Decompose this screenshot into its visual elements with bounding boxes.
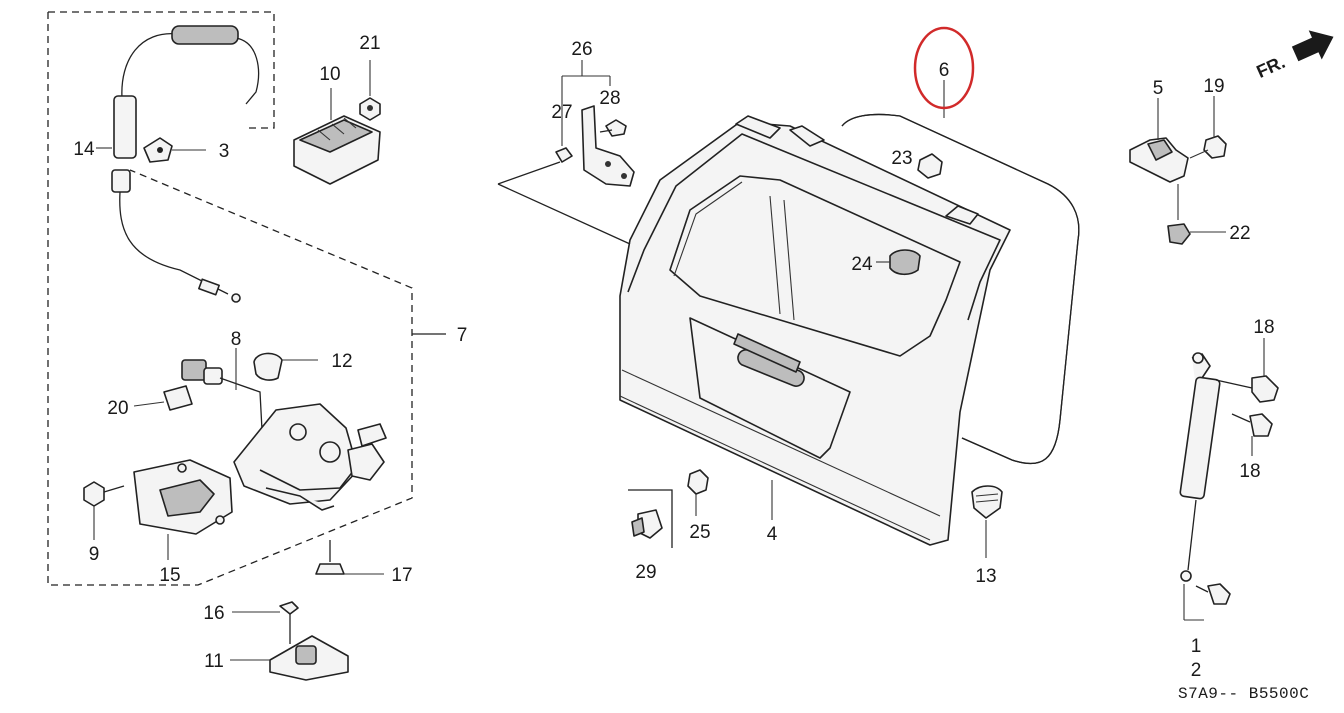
tailgate-panel (619, 115, 1011, 546)
callouts: 1 2 3 4 5 6 7 8 9 10 11 12 13 14 15 16 1… (73, 33, 1274, 681)
outer-handle-switch (293, 88, 381, 185)
callout-20: 20 (107, 398, 128, 419)
callout-27: 27 (551, 102, 572, 123)
callout-25: 25 (689, 522, 710, 543)
bumper-13 (971, 485, 1003, 558)
bolt-9 (83, 481, 125, 540)
callout-3: 3 (219, 141, 230, 162)
callout-14: 14 (73, 139, 95, 160)
callout-13: 13 (975, 566, 996, 587)
callout-21: 21 (359, 33, 380, 54)
callout-1: 1 (1191, 636, 1202, 657)
callout-15: 15 (159, 565, 180, 586)
clip-20 (133, 385, 193, 411)
callout-19: 19 (1203, 76, 1224, 97)
callout-18-upper: 18 (1253, 317, 1274, 338)
callout-26: 26 (571, 39, 592, 60)
lock-assembly-group (47, 11, 446, 586)
callout-23: 23 (891, 148, 912, 169)
diagram-code: S7A9-- B5500C (1178, 685, 1309, 703)
direction-label: FR. (1254, 52, 1289, 82)
callout-7: 7 (457, 325, 468, 346)
callout-12: 12 (331, 351, 352, 372)
tailgate-weatherstrip (841, 80, 1080, 465)
grommet-12 (253, 352, 318, 381)
callout-11: 11 (204, 651, 224, 672)
highlight-circle (913, 26, 975, 110)
lock-actuator (181, 348, 385, 511)
fastener-25-29 (628, 469, 709, 548)
hinge-bracket-group (555, 60, 635, 187)
striker-assembly (230, 601, 349, 681)
callout-18-lower: 18 (1239, 461, 1260, 482)
cable-clip (143, 137, 206, 163)
callout-6: 6 (939, 60, 950, 81)
callout-10: 10 (319, 64, 340, 85)
tailgate-cable (96, 25, 260, 303)
callout-4: 4 (767, 524, 778, 545)
callout-29: 29 (635, 562, 656, 583)
tailgate-latch (133, 459, 233, 560)
callout-9: 9 (89, 544, 100, 565)
hinge-group (1129, 96, 1227, 245)
callout-2: 2 (1191, 660, 1202, 681)
callout-8: 8 (231, 329, 242, 350)
callout-24: 24 (851, 254, 873, 275)
callout-5: 5 (1153, 78, 1164, 99)
callout-22: 22 (1229, 223, 1250, 244)
connector (357, 423, 387, 447)
callout-17: 17 (391, 565, 412, 586)
nut-23 (917, 153, 943, 179)
cap-24 (876, 249, 921, 276)
nut-21 (359, 60, 381, 121)
bolt-17 (315, 540, 384, 575)
callout-28: 28 (599, 88, 620, 109)
front-direction-arrow: FR. (1254, 30, 1334, 82)
callout-16: 16 (203, 603, 224, 624)
gas-strut (1179, 338, 1279, 621)
